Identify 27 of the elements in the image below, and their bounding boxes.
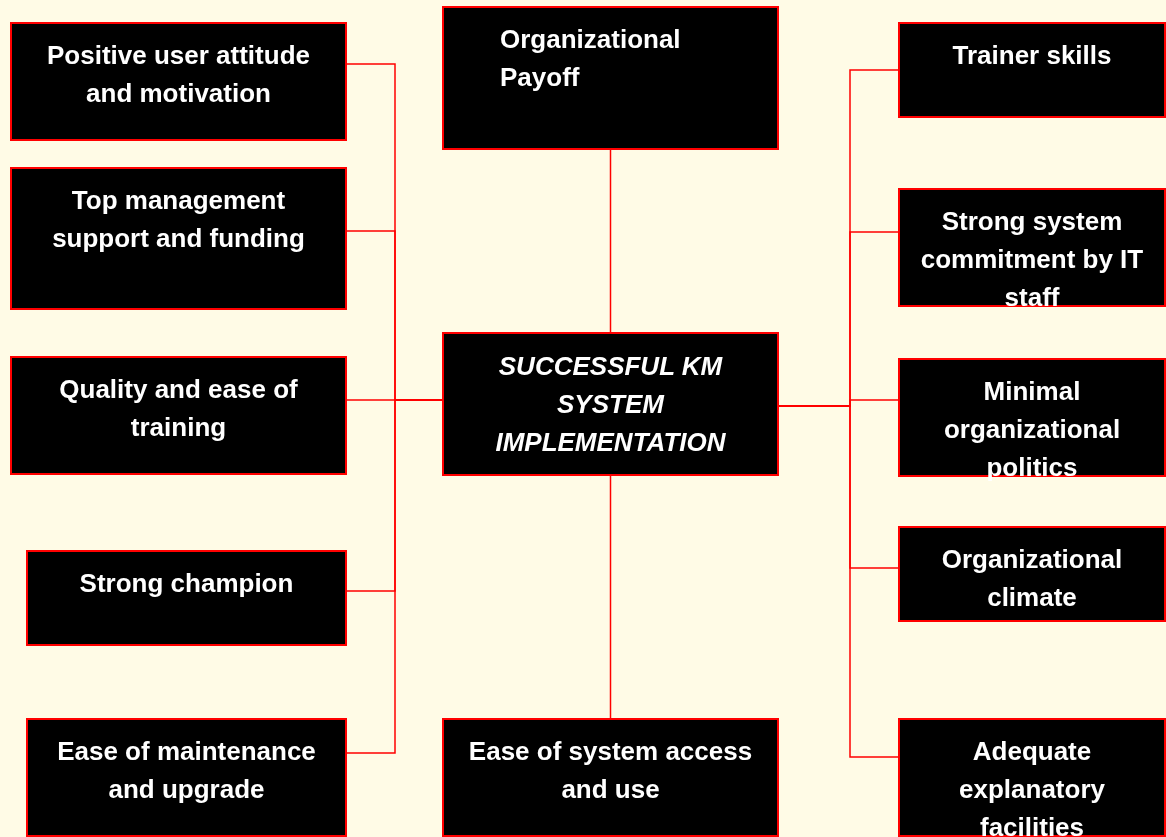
factor-text: Positive user attitude and motivation — [46, 39, 311, 110]
factor-box — [10, 356, 347, 475]
goal-text: SUCCESSFUL KM SYSTEM IMPLEMENTATION — [494, 350, 727, 459]
factor-box — [10, 22, 347, 141]
factor-text: Strong system commitment by IT staff — [919, 205, 1145, 314]
factor-text: Organizational climate — [940, 543, 1124, 614]
factor-box — [898, 188, 1166, 307]
factor-box — [442, 718, 779, 837]
factor-box — [898, 718, 1166, 837]
factor-text: Ease of system access and use — [467, 735, 754, 806]
connector-line — [609, 149, 612, 333]
factor-box — [26, 718, 347, 837]
connector-line — [609, 475, 612, 719]
factor-box — [898, 526, 1166, 622]
factor-text: Strong champion — [79, 567, 294, 600]
factor-text: Trainer skills — [952, 39, 1112, 72]
goal-box — [442, 332, 779, 476]
factor-text: Top management support and funding — [51, 184, 306, 255]
factor-text: Organizational Payoff — [500, 23, 682, 94]
factor-text: Quality and ease of training — [58, 373, 299, 444]
factor-box — [442, 6, 779, 150]
factor-text: Adequate explanatory facilities — [958, 735, 1106, 837]
factor-text: Minimal organizational politics — [942, 375, 1122, 484]
factor-box — [898, 22, 1166, 118]
factor-box — [26, 550, 347, 646]
factor-text: Ease of maintenance and upgrade — [56, 735, 317, 806]
factor-box — [10, 167, 347, 310]
